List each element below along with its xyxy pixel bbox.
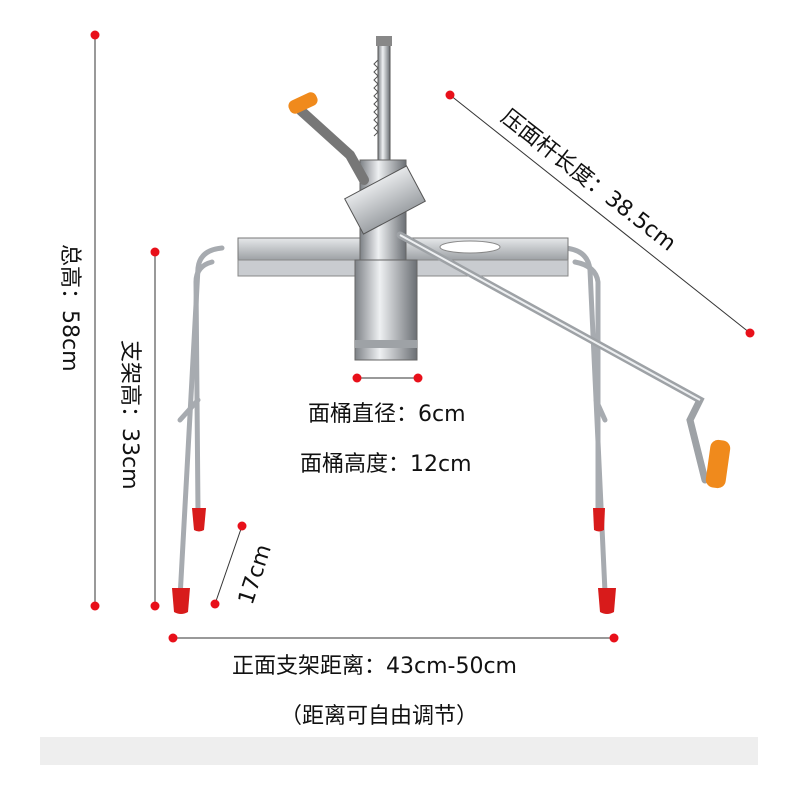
dough-barrel [354,259,418,361]
adjustable-note: （距离可自由调节） [280,704,479,729]
footer-bar [40,737,758,765]
stand-frame [177,245,608,601]
dimension-markers [90,30,755,643]
front-distance-label: 正面支架距离：43cm-50cm [232,654,517,679]
stand-height-label: 支架高：33cm [117,340,142,490]
barrel-diameter-label: 面桶直径：6cm [308,402,466,427]
rubber-feet [172,508,616,614]
dimension-lines [94,35,751,639]
barrel-height-label: 面桶高度：12cm [300,452,472,477]
total-height-label: 总高：58cm [57,244,82,372]
crank-handle [288,92,369,185]
press-lever [344,165,731,489]
